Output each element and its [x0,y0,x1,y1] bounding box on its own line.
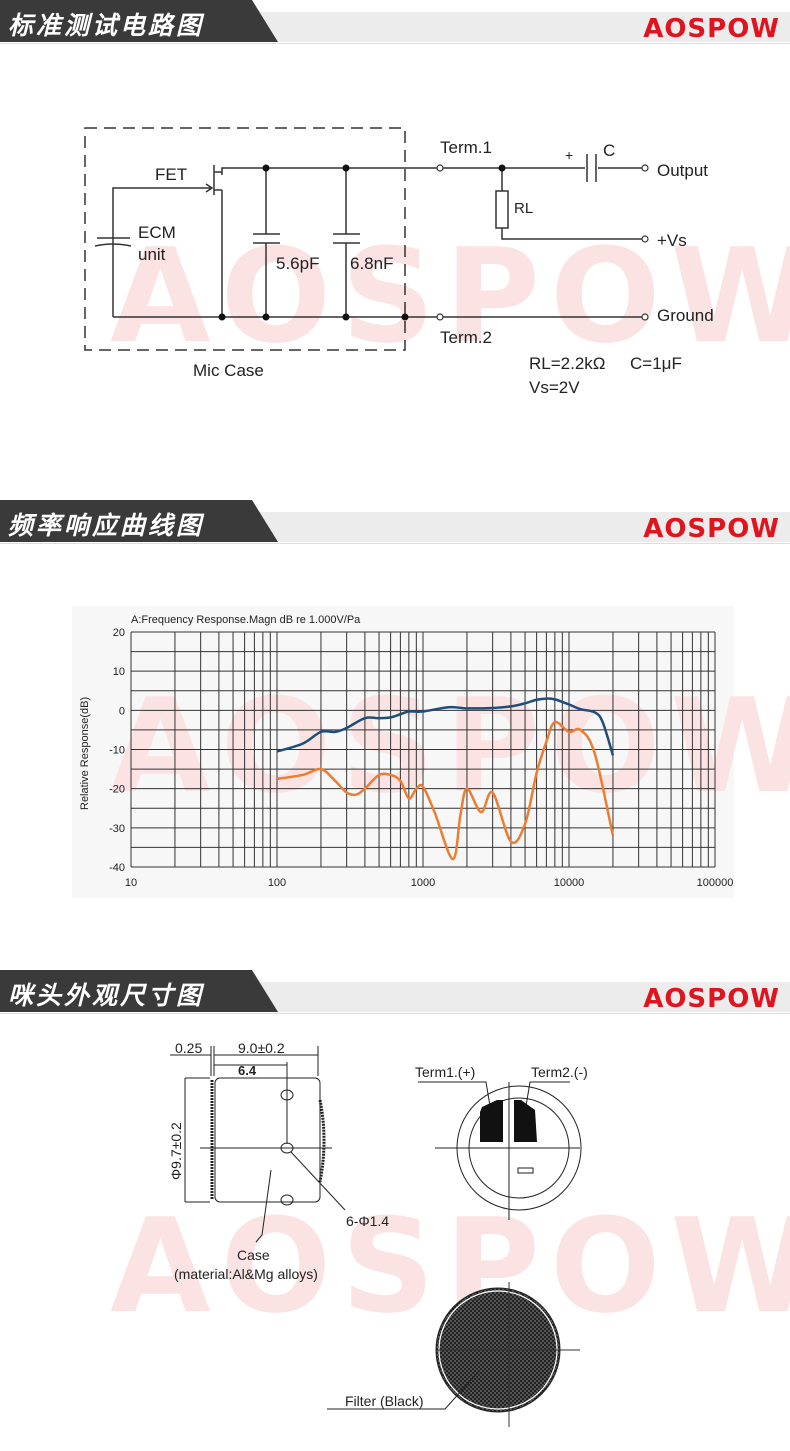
y-axis-label: Relative Response(dB) [79,697,91,810]
term2-polarity: Term2.(-) [531,1064,588,1080]
fet-label: FET [155,165,187,184]
svg-text:-30: -30 [109,823,125,835]
title-banner-shape [0,970,278,1012]
chart-curves [276,697,615,861]
circuit-svg: FET ECM unit 5.6pF 6.8nF Mic Case Term.1… [84,127,714,397]
brand-logo: AOSPOW [643,984,780,1014]
section-header-circuit: 标准测试电路图 AOSPOW [0,0,790,46]
svg-text:0: 0 [119,705,125,717]
dim-diameter: Φ9.7±0.2 [168,1122,184,1180]
cap-c-label: C [603,141,615,160]
header-divider [0,1013,790,1014]
svg-text:10000: 10000 [554,877,585,889]
svg-text:10: 10 [125,877,137,889]
term1-label: Term.1 [440,138,492,157]
cap-plus-label: + [565,147,573,163]
test-circuit-diagram: AOSPOW [0,50,790,450]
blue-response-curve [276,697,615,756]
cap1-value: 5.6pF [276,254,319,273]
term1-node [436,164,444,172]
brand-logo: AOSPOW [643,14,780,44]
filter-label: Filter (Black) [345,1393,424,1409]
title-banner-shape [0,500,278,542]
term1-polarity: Term1.(+) [415,1064,475,1080]
mic-case-boundary [84,127,406,351]
cap2-value: 6.8nF [350,254,393,273]
ecm-label: ECM [138,223,176,242]
header-divider [0,43,790,44]
title-banner-shape [0,0,278,42]
svg-text:1000: 1000 [411,877,435,889]
y-axis-ticks: 20 10 0 -10 -20 -30 -40 [109,627,125,874]
dimension-drawing: AOSPOW [0,1020,790,1451]
brand-logo: AOSPOW [643,514,780,544]
chart-background [72,606,734,898]
output-label: Output [657,161,708,180]
rl-label: RL [514,200,533,217]
output-node [641,164,649,172]
section-title: 标准测试电路图 [8,11,205,40]
case-label: Case [237,1247,270,1263]
orange-response-curve [276,720,615,861]
frequency-response-chart: AOSPOW A:Frequency Response.Magn dB re 1… [0,600,790,900]
section-header-dimensions: 咪头外观尺寸图 AOSPOW [0,970,790,1016]
svg-text:-40: -40 [109,862,125,874]
header-divider [0,543,790,544]
svg-text:20: 20 [113,627,125,639]
svg-text:10: 10 [113,666,125,678]
dimension-svg: 0.25 9.0±0.2 6.4 Φ9.7±0.2 6-Φ1.4 Case (m… [168,1040,588,1427]
spec-c: C=1μF [630,354,682,373]
dim-025: 0.25 [175,1040,202,1056]
section-title: 频率响应曲线图 [8,511,205,540]
term2-node [436,313,444,321]
x-axis-ticks: 10 100 1000 10000 100000 [125,877,733,889]
term1-pad [480,1100,503,1142]
svg-text:100: 100 [268,877,286,889]
dim-6-4: 6.4 [238,1063,257,1078]
section-title-box: 频率响应曲线图 [0,500,280,542]
term2-label: Term.2 [440,328,492,347]
section-title: 咪头外观尺寸图 [8,981,205,1010]
chart-grid [130,631,716,868]
section-title-box: 标准测试电路图 [0,0,280,42]
svg-text:-20: -20 [109,784,125,796]
ground-label: Ground [657,306,714,325]
vs-label: +Vs [657,231,687,250]
dim-holes: 6-Φ1.4 [346,1213,389,1229]
spec-vs: Vs=2V [529,378,580,397]
mic-case-label: Mic Case [193,361,264,380]
case-material: (material:Al&Mg alloys) [174,1266,318,1282]
section-header-frequency: 频率响应曲线图 AOSPOW [0,500,790,546]
section-title-box: 咪头外观尺寸图 [0,970,280,1012]
ecm-unit-label: unit [138,245,166,264]
svg-text:100000: 100000 [697,877,734,889]
term2-pad [514,1100,537,1142]
dim-length: 9.0±0.2 [238,1040,285,1056]
chart-title: A:Frequency Response.Magn dB re 1.000V/P… [131,614,361,626]
ground-node [641,313,649,321]
svg-text:-10: -10 [109,745,125,757]
spec-rl: RL=2.2kΩ [529,354,606,373]
vs-node [641,235,649,243]
chart-svg: A:Frequency Response.Magn dB re 1.000V/P… [79,614,733,889]
